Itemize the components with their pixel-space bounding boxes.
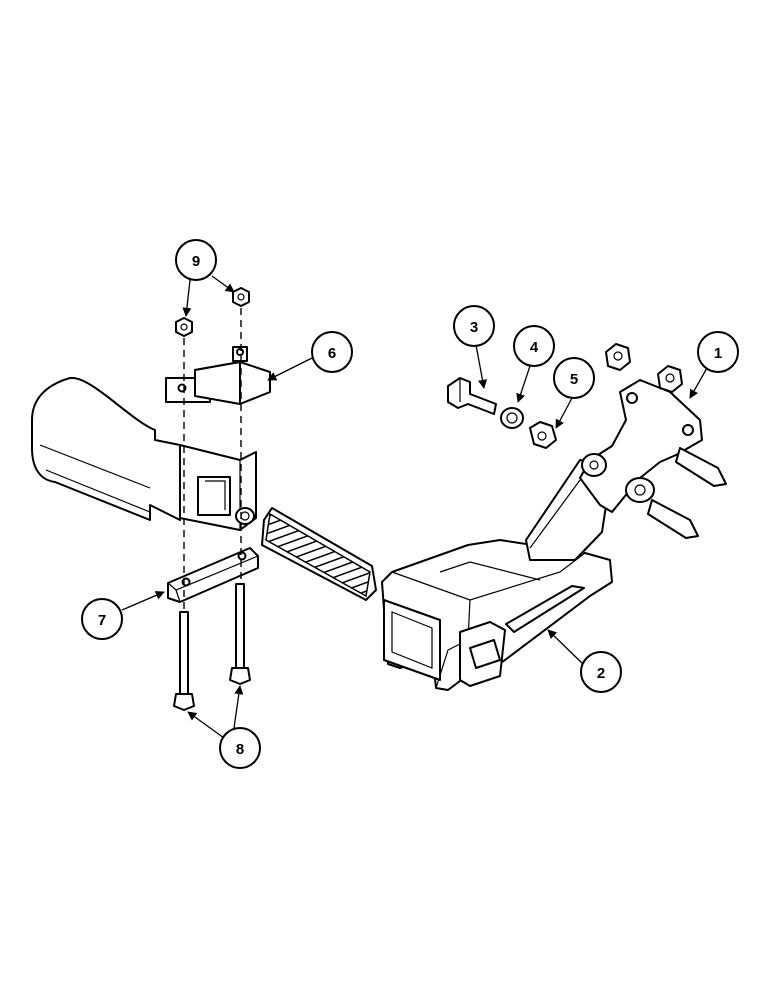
callout-1: 1 — [689, 331, 739, 399]
lock-nut-lower — [657, 365, 683, 393]
callout-7-label: 7 — [98, 612, 106, 629]
callout-8: 8 — [187, 685, 261, 769]
callout-6-label: 6 — [328, 345, 336, 362]
nut-left — [175, 317, 193, 337]
main-arm-bracket — [381, 459, 613, 691]
bracket-plate-top — [165, 346, 271, 405]
callout-2: 2 — [547, 629, 622, 693]
callout-3: 3 — [453, 305, 495, 389]
lock-nut-upper — [605, 343, 631, 371]
callout-4: 4 — [513, 325, 555, 403]
lever-arm — [579, 379, 727, 539]
bolt-left — [173, 611, 195, 711]
callout-5-label: 5 — [570, 371, 578, 388]
callout-7: 7 — [81, 591, 165, 640]
washer — [500, 407, 524, 429]
callout-1-label: 1 — [714, 345, 722, 362]
callout-3-label: 3 — [470, 319, 478, 336]
nut-right — [232, 287, 250, 307]
callout-4-label: 4 — [530, 339, 539, 356]
pivot-pin — [447, 377, 497, 415]
callout-9-label: 9 — [192, 253, 200, 270]
callout-6: 6 — [267, 331, 353, 381]
hex-nut — [529, 421, 557, 449]
callout-9: 9 — [175, 239, 235, 317]
spring — [261, 507, 377, 601]
callout-2-label: 2 — [597, 665, 605, 682]
bolt-right — [229, 583, 251, 685]
callout-5: 5 — [553, 357, 595, 429]
callout-8-label: 8 — [236, 741, 244, 758]
